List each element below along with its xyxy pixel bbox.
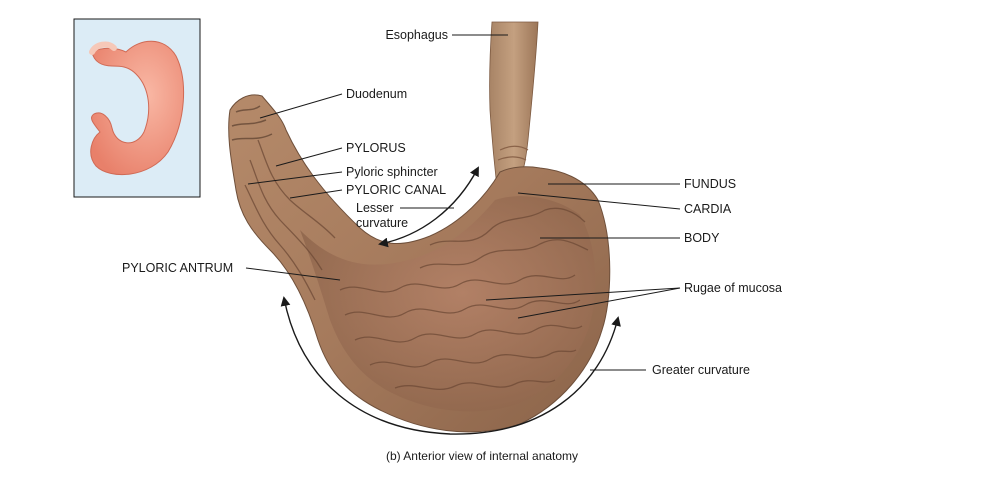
greater-curvature-arrow bbox=[280, 296, 621, 435]
label-esophagus: Esophagus bbox=[385, 28, 448, 42]
leader-lines bbox=[245, 34, 681, 371]
label-pylorus: PYLORUS bbox=[346, 141, 406, 155]
label-fundus: FUNDUS bbox=[684, 177, 736, 191]
figure-caption: (b) Anterior view of internal anatomy bbox=[386, 449, 578, 463]
label-pyloric-antrum: PYLORIC ANTRUM bbox=[122, 261, 233, 275]
label-pyloric-sphincter: Pyloric sphincter bbox=[346, 165, 438, 179]
label-lesser-curvature-2: curvature bbox=[356, 216, 408, 230]
label-lesser-curvature-1: Lesser bbox=[356, 201, 394, 215]
lesser-curvature-arrow bbox=[378, 166, 479, 248]
label-greater-curvature: Greater curvature bbox=[652, 363, 750, 377]
label-rugae: Rugae of mucosa bbox=[684, 281, 782, 295]
inset-thumbnail bbox=[73, 18, 201, 198]
stomach-tissue bbox=[228, 94, 611, 433]
esophagus-tissue bbox=[489, 21, 539, 179]
label-cardia: CARDIA bbox=[684, 202, 732, 216]
inset-stomach-shape bbox=[90, 40, 184, 176]
label-duodenum: Duodenum bbox=[346, 87, 407, 101]
label-pyloric-canal: PYLORIC CANAL bbox=[346, 183, 446, 197]
label-body: BODY bbox=[684, 231, 720, 245]
